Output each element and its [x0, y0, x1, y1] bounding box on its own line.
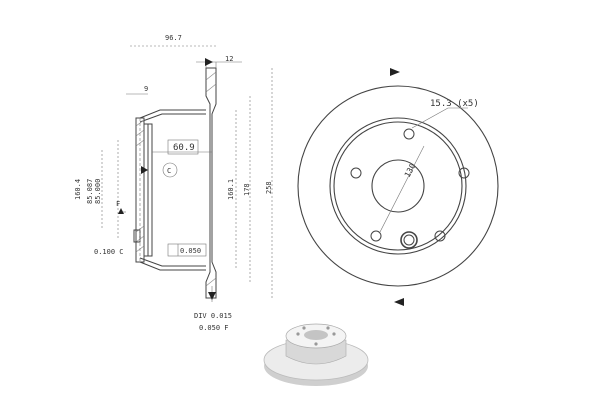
brake-disc-photo — [263, 323, 369, 386]
dim-85-087: 85.087 — [86, 179, 94, 204]
front-arrows — [390, 68, 404, 306]
bolt-hole — [403, 128, 415, 140]
bolt-hole — [350, 167, 362, 179]
datum-f-label: F — [116, 200, 120, 208]
side-arrows — [118, 58, 216, 300]
disc-outer-edge — [297, 85, 499, 287]
side-dimension-lines — [101, 45, 273, 302]
front-leaders — [379, 107, 468, 233]
hat-wall-bottom-inner — [139, 257, 206, 267]
bolt-hole — [370, 230, 382, 242]
hub-notch — [133, 229, 141, 243]
bolt-holes — [350, 128, 470, 249]
tol-parallel-f: 0.050 F — [199, 324, 229, 332]
bolt-hole — [434, 230, 446, 242]
datum-c-bubble — [162, 162, 178, 178]
hat-wall-bottom — [139, 261, 206, 271]
photo-bolt-holes — [296, 326, 336, 346]
pcd-label: 130 — [403, 162, 418, 179]
pilot-hole — [403, 234, 415, 246]
datum-c-label: C — [167, 167, 171, 175]
bolt-hole — [458, 167, 470, 179]
bolt-hole-spec: 15.3 (x5) — [430, 99, 479, 109]
dim-160-1: 160.1 — [227, 179, 235, 200]
side-section-view — [133, 67, 217, 299]
flatness-frame — [167, 243, 207, 257]
dim-258: 258 — [265, 181, 273, 194]
center-bore — [371, 159, 425, 213]
dim-hub-offset: 9 — [144, 85, 148, 93]
tol-thickness: DIV 0.015 — [194, 312, 232, 320]
dim-178: 178 — [243, 183, 251, 196]
dim-160-4: 160.4 — [74, 179, 82, 200]
hat-wall-top — [139, 109, 206, 119]
friction-inner-edge — [329, 117, 467, 255]
hat-outer-edge — [333, 121, 463, 251]
tol-flatness: 0.050 — [180, 247, 201, 255]
tolerance-frames — [162, 139, 207, 257]
hat-width-frame — [167, 139, 199, 155]
tol-runout-c: 0.100 C — [94, 248, 124, 256]
pilot-hole-highlight — [400, 231, 418, 249]
dim-top-width: 96.7 — [165, 34, 182, 42]
dim-flange: 12 — [225, 55, 233, 63]
photo-center-bore — [304, 330, 328, 340]
friction-ring-section — [205, 67, 217, 299]
dim-85-000: 85.000 — [94, 179, 102, 204]
front-view — [297, 85, 499, 287]
hat-wall-top-inner — [139, 113, 206, 123]
dim-hat-width: 60.9 — [173, 143, 195, 153]
